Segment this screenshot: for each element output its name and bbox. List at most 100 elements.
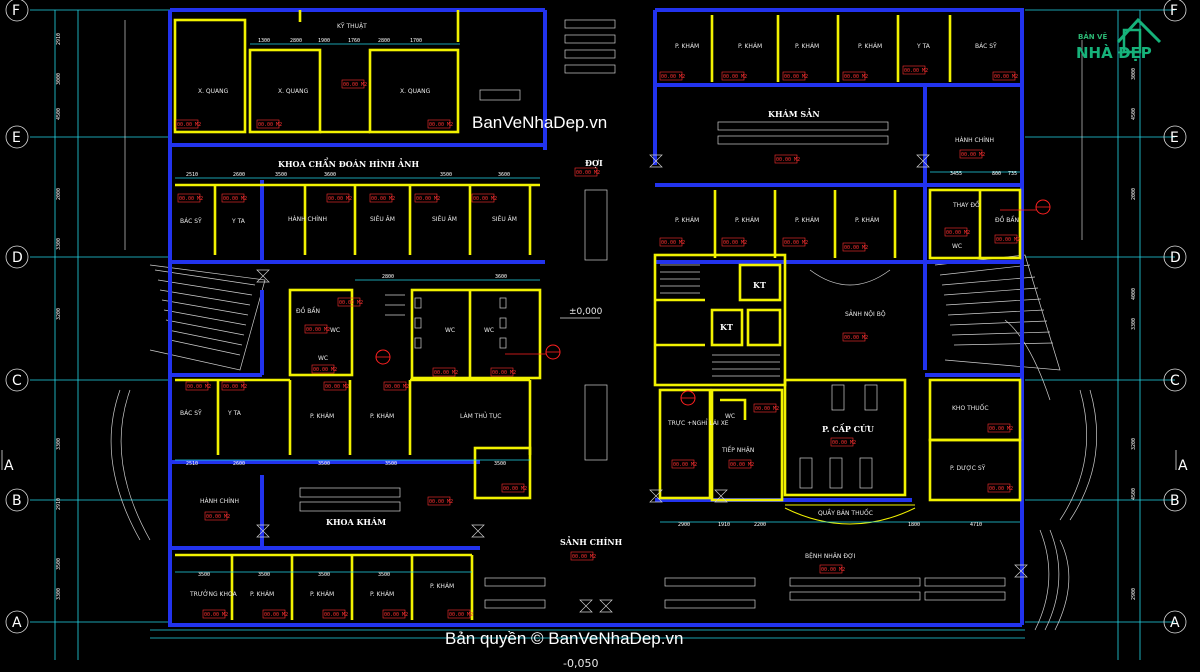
area-tags: 00.00 M2 00.00 M2 00.00 M2 00.00 M2 00.0… [175,65,1020,619]
section-mark-right: A [1178,458,1188,474]
svg-text:3000: 3000 [1131,68,1137,80]
svg-text:00.00 M2: 00.00 M2 [473,196,497,202]
room-lam-thu-tuc: LÀM THỦ TỤC [460,412,501,420]
svg-text:00.00 M2: 00.00 M2 [723,74,747,80]
svg-text:00.00 M2: 00.00 M2 [784,74,808,80]
svg-text:3500: 3500 [275,172,287,178]
svg-text:1800: 1800 [908,522,920,528]
level-marks: ±0,000 -0,050 [560,307,603,670]
room-wc-2: WC [318,355,328,362]
svg-text:00.00 M2: 00.00 M2 [904,68,928,74]
axis-label-c: C [12,373,22,389]
svg-text:00.00 M2: 00.00 M2 [385,384,409,390]
axis-label-d: D [12,250,23,266]
room-y-ta-3: Y TA [916,43,931,50]
room-p-kham-8: P. KHÁM [738,43,762,50]
svg-text:00.00 M2: 00.00 M2 [572,554,596,560]
svg-text:00.00 M2: 00.00 M2 [264,612,288,618]
room-wc-1: WC [330,327,340,334]
svg-text:735: 735 [1008,171,1017,177]
room-kt-2: KT [720,322,733,332]
svg-text:2910: 2910 [56,498,62,510]
room-x-quang-2: X. QUANG [278,88,309,95]
svg-text:3300: 3300 [56,238,62,250]
zone-sanh-noi-bo: SẢNH NỘI BỘ [845,310,886,318]
svg-text:00.00 M2: 00.00 M2 [576,170,600,176]
svg-text:00.00 M2: 00.00 M2 [961,152,985,158]
vertical-dimensions-right: 3000 4500 2000 4000 3300 3200 4500 2900 [1131,68,1137,600]
ramps-landscape [110,20,1098,631]
horizontal-dimensions: 1300 2800 1900 1760 2800 1700 2510 2600 … [175,38,1020,578]
svg-text:00.00 M2: 00.00 M2 [429,122,453,128]
room-x-quang-1: X. QUANG [198,88,229,95]
zone-kham-san: KHÁM SẢN [768,109,820,119]
room-hanh-chinh-2: HÀNH CHÍNH [200,498,239,505]
svg-text:00.00 M2: 00.00 M2 [492,370,516,376]
svg-text:00.00 M2: 00.00 M2 [384,612,408,618]
svg-text:4000: 4000 [1131,288,1137,300]
room-p-kham-6: P. KHÁM [430,583,454,590]
svg-text:00.00 M2: 00.00 M2 [989,486,1013,492]
zone-khoa-kham: KHOA KHÁM [326,517,386,527]
svg-text:3200: 3200 [56,308,62,320]
room-p-kham-7: P. KHÁM [675,43,699,50]
brand-logo: BẢN VẼ NHÀ ĐẸP [1076,17,1162,62]
svg-text:00.00 M2: 00.00 M2 [844,335,868,341]
watermark-site: BanVeNhaDep.vn [472,113,607,132]
axis-label-a-right: A [1170,615,1180,631]
room-wc-4: WC [484,327,494,334]
svg-text:3300: 3300 [56,588,62,600]
svg-text:00.00 M2: 00.00 M2 [429,499,453,505]
room-bac-sy-1: BÁC SỸ [180,218,202,225]
svg-text:2600: 2600 [233,461,245,467]
room-p-kham-3: P. KHÁM [250,591,274,598]
svg-text:3500: 3500 [378,572,390,578]
zone-khoa-cdha: KHOA CHẨN ĐOÁN HÌNH ẢNH [278,158,419,169]
svg-text:00.00 M2: 00.00 M2 [328,196,352,202]
svg-text:2900: 2900 [678,522,690,528]
axis-label-e-right: E [1170,130,1179,146]
room-p-kham-1: P. KHÁM [310,413,334,420]
svg-text:00.00 M2: 00.00 M2 [223,384,247,390]
svg-text:00.00 M2: 00.00 M2 [730,462,754,468]
svg-text:4500: 4500 [1131,108,1137,120]
room-p-kham-10: P. KHÁM [858,43,882,50]
axis-label-e: E [12,130,21,146]
svg-text:00.00 M2: 00.00 M2 [832,440,856,446]
svg-text:00.00 M2: 00.00 M2 [661,240,685,246]
exterior-walls [168,8,1024,627]
room-truong-khoa: TRƯỞNG KHOA [189,590,238,598]
svg-text:00.00 M2: 00.00 M2 [177,122,201,128]
svg-text:3500: 3500 [198,572,210,578]
section-mark-left: A [4,458,14,474]
room-x-quang-3: X. QUANG [400,88,431,95]
zone-benh-nhan-doi: BỆNH NHÂN ĐỢI [805,552,855,560]
svg-text:00.00 M2: 00.00 M2 [661,74,685,80]
svg-text:00.00 M2: 00.00 M2 [946,230,970,236]
room-hanh-chinh-3: HÀNH CHÍNH [955,137,994,144]
zone-sanh-chinh: SẢNH CHÍNH [560,537,623,547]
svg-text:2510: 2510 [186,172,198,178]
svg-text:00.00 M2: 00.00 M2 [449,612,473,618]
svg-text:1300: 1300 [258,38,270,44]
svg-text:00.00 M2: 00.00 M2 [223,196,247,202]
svg-text:00.00 M2: 00.00 M2 [821,567,845,573]
svg-text:00.00 M2: 00.00 M2 [989,426,1013,432]
room-y-ta-1: Y TA [231,218,246,225]
axis-bubbles-left: F E D C B A [5,0,29,634]
svg-text:00.00 M2: 00.00 M2 [994,74,1018,80]
interior-walls [173,10,1022,620]
svg-text:2900: 2900 [1131,588,1137,600]
svg-text:3500: 3500 [494,461,506,467]
svg-text:00.00 M2: 00.00 M2 [343,82,367,88]
svg-text:00.00 M2: 00.00 M2 [844,245,868,251]
logo-line1: BẢN VẼ [1078,31,1107,41]
zone-ky-thuat: KỸ THUẬT [337,23,367,30]
room-sieu-am-2: SIÊU ÂM [432,215,457,223]
room-p-kham-5: P. KHÁM [370,591,394,598]
zone-p-cap-cuu: P. CẤP CỨU [822,424,874,434]
svg-text:00.00 M2: 00.00 M2 [844,74,868,80]
svg-text:3300: 3300 [56,438,62,450]
room-sieu-am-3: SIÊU ÂM [492,215,517,223]
level-floor: ±0,000 [569,307,603,317]
